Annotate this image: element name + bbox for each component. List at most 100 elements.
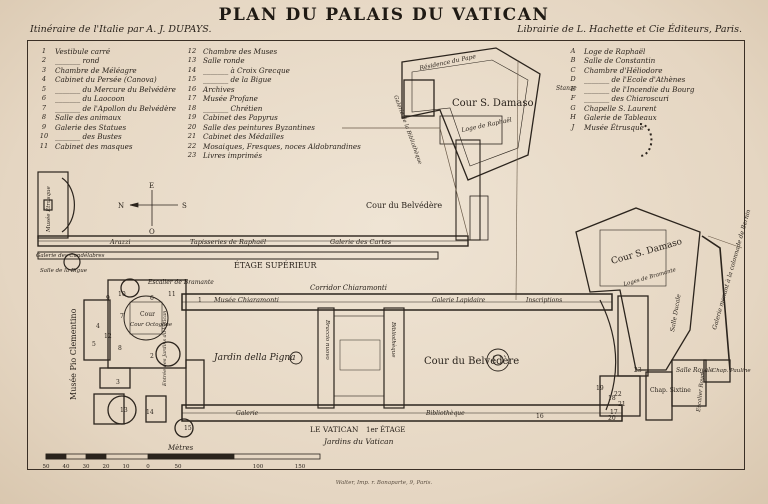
legend-entry: H Galerie de Tableaux xyxy=(562,113,694,122)
legend-text: Cabinet des masques xyxy=(55,141,133,151)
legend-key: 2 xyxy=(41,56,47,65)
label-escalier-royal: Escalier Royal xyxy=(696,372,706,414)
label-braccio-nuovo: Braccio nuovo xyxy=(324,319,330,360)
legend-key: 5 xyxy=(41,84,47,93)
legend-key: 7 xyxy=(41,103,47,112)
legend-text: Livres imprimés xyxy=(203,150,263,160)
legend-text: Cabinet du Persée (Canova) xyxy=(55,75,157,85)
scale-tick-label: 50 xyxy=(175,464,182,470)
legend-key: F xyxy=(570,94,576,103)
label-1er-etage: 1er ÉTAGE xyxy=(366,425,405,434)
label-galerie-menant: Galerie menant à la colonnade de Bernin xyxy=(711,209,752,331)
legend-key: 18 xyxy=(187,103,197,112)
label-residence: Résidence du Pape xyxy=(418,53,477,72)
legend-text: Chambre de Méléagre xyxy=(55,65,137,75)
room-number: 9 xyxy=(106,295,110,302)
scale-tick-label: 40 xyxy=(63,464,70,470)
publisher-right: Librairie de L. Hachette et Cie Éditeurs… xyxy=(517,24,742,35)
legend-key: A xyxy=(570,47,576,55)
legend-key: 23 xyxy=(187,150,197,159)
legend-text: Musée Étrusque xyxy=(584,122,644,132)
label-galerie-cartes: Galerie des Cartes xyxy=(330,238,392,246)
scale-tick-label: 0 xyxy=(146,464,150,470)
legend-key: 1 xyxy=(41,47,47,55)
scale-unit-label: Mètres xyxy=(167,444,194,452)
map-title: PLAN DU PALAIS DU VATICAN xyxy=(218,5,550,25)
legend-text: _______ des Chiaroscuri xyxy=(584,94,669,104)
pio-clementino-block xyxy=(83,278,205,438)
legend-key: G xyxy=(570,103,576,112)
legend-key: 3 xyxy=(41,65,47,74)
label-cour-damaso-upper: Cour S. Damaso xyxy=(452,98,534,109)
room-number: 20 xyxy=(608,415,616,422)
room-number: 16 xyxy=(536,413,544,420)
label-salle-ducale: Salle Ducale xyxy=(669,293,683,332)
legend-key: 12 xyxy=(187,47,197,55)
label-salle-royale: Salle Royale xyxy=(676,367,714,374)
legend-text: _______ à Croix Grecque xyxy=(203,65,290,75)
legend-key: 16 xyxy=(187,84,197,93)
legend-key: C xyxy=(570,65,576,74)
label-galerie-candelabres: Galerie des Candélabres xyxy=(36,252,105,259)
legend-entry: F _______ des Chiaroscuri xyxy=(562,94,694,103)
legend-key: J xyxy=(571,122,575,131)
legend-text: Mosaiques, Fresques, noces Aldobrandines xyxy=(203,141,361,151)
legend-entry: 2_______ rond xyxy=(33,56,176,65)
label-musee-chiaramonti: Musée Chiaramonti xyxy=(213,296,279,304)
label-salle-bigue: Salle de la Bigue xyxy=(40,268,88,274)
legend-entry: 7 _______ de l'Apollon du Belvédère xyxy=(33,104,176,113)
room-number: 19 xyxy=(596,385,604,392)
engraver-credit: Walter, Imp. r. Bonaparte, 9, Paris. xyxy=(335,480,433,486)
legend-key: B xyxy=(570,56,576,65)
label-le-vatican: LE VATICAN xyxy=(310,425,359,434)
legend-text: _______ de l'Apollon du Belvédère xyxy=(55,103,177,113)
fountain xyxy=(289,348,510,372)
room-number: 14 xyxy=(146,409,154,416)
legend-entry: 10_______ des Bustes xyxy=(33,132,176,141)
upper-long-gallery xyxy=(37,235,469,260)
legend-text: Salle de Constantin xyxy=(584,56,656,66)
legend-text: Loge de Raphaël xyxy=(584,47,646,56)
legend-text: _______ du Laocoon xyxy=(55,94,125,104)
compass-n: N xyxy=(118,202,124,210)
room-number: 5 xyxy=(92,341,96,348)
legend-key: 17 xyxy=(187,94,197,103)
legend-key: H xyxy=(570,113,576,122)
legend-key: 9 xyxy=(41,122,47,131)
legend-text: Galerie de Tableaux xyxy=(584,113,657,123)
scale-tick-label: 150 xyxy=(295,464,306,470)
legend-entry: 14_______ à Croix Grecque xyxy=(181,66,361,75)
legend-key: 22 xyxy=(187,141,197,150)
compass-s: S xyxy=(182,202,187,210)
label-loges-bramante: Loges de Bramante xyxy=(622,267,678,288)
label-loge-raphael: Loge de Raphaël xyxy=(460,116,513,134)
legend-key: 13 xyxy=(187,56,197,65)
label-stanze: Stanze xyxy=(556,85,577,92)
legend-text: Chambre d'Héliodore xyxy=(584,65,663,75)
room-number: 7 xyxy=(120,313,124,320)
legend-text: Salle ronde xyxy=(203,56,245,66)
legend-entry: 13 Salle ronde xyxy=(181,56,361,65)
legend-text: Salle des peintures Byzantines xyxy=(203,122,315,132)
room-number: 11 xyxy=(168,291,176,298)
legend-entry: 18_______ Chrétien xyxy=(181,104,361,113)
lower-braccio-nuovo xyxy=(317,307,405,409)
legend-entry: 6_______ du Laocoon xyxy=(33,94,176,103)
legend-text: _______ des Bustes xyxy=(55,132,122,142)
label-chap-pauline: Chap. Pauline xyxy=(712,368,751,374)
compass-rose xyxy=(129,190,178,226)
legend-entry: 23 Livres imprimés xyxy=(181,151,361,160)
label-inscriptions: Inscriptions xyxy=(525,297,562,304)
room-number: 22 xyxy=(614,391,622,398)
legend-entry: 22 Mosaiques, Fresques, noces Aldobrandin… xyxy=(181,142,361,151)
legend-text: Salle des animaux xyxy=(55,113,122,123)
